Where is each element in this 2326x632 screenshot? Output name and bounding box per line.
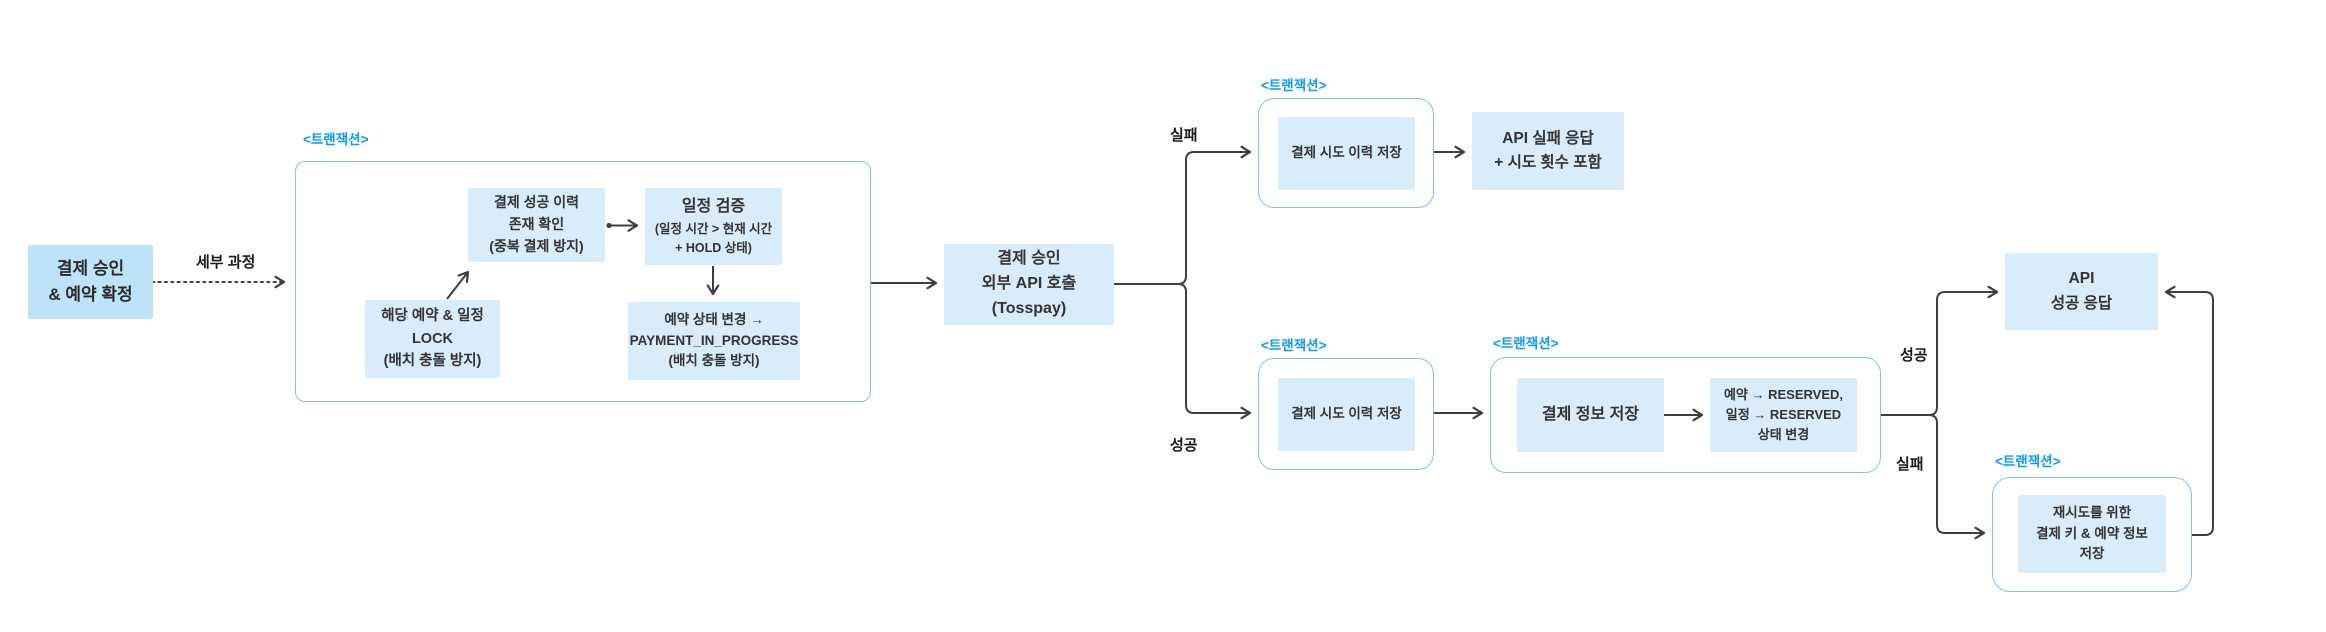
connector-tx4-success-branch: [1881, 285, 1999, 416]
transaction-label-4: <트랜잭션>: [1493, 336, 1559, 351]
node-attempt-log-success: 결제 시도 이력 저장: [1278, 378, 1415, 451]
node-reserved-status: 예약 → RESERVED, 일정 → RESERVED 상태 변경: [1710, 378, 1857, 452]
transaction-label-2: <트랜잭션>: [1261, 78, 1327, 93]
node-retry-save: 재시도를 위한 결제 키 & 예약 정보 저장: [2018, 495, 2166, 573]
node-start: 결제 승인 & 예약 확정: [28, 245, 153, 319]
transaction-label-5: <트랜잭션>: [1995, 454, 2061, 469]
node-api-call: 결제 승인 외부 API 호출 (Tosspay): [944, 244, 1114, 325]
transaction-label-3: <트랜잭션>: [1261, 338, 1327, 353]
transaction-container-1: [295, 161, 871, 402]
transaction-container-3: [1258, 358, 1434, 470]
node-validate-title: 일정 검증: [681, 197, 746, 215]
node-validate-schedule: 일정 검증 (일정 시간 > 현재 시간 + HOLD 상태): [645, 188, 782, 265]
connector-tx4-fail-branch: [1881, 414, 1986, 540]
node-api-fail-response: API 실패 응답 + 시도 횟수 포함: [1472, 112, 1624, 190]
connector-api-call-fail-branch: [1114, 145, 1252, 285]
node-api-success-response: API 성공 응답: [2005, 253, 2158, 330]
node-status-change: 예약 상태 변경 → PAYMENT_IN_PROGRESS (배치 충돌 방지…: [628, 302, 800, 380]
connector-api-call-success-branch: [1114, 283, 1252, 420]
node-attempt-log-fail: 결제 시도 이력 저장: [1278, 117, 1415, 190]
transaction-container-2: [1258, 98, 1434, 208]
edge-label-fail-right: 실패: [1896, 456, 1924, 473]
transaction-container-5: [1992, 477, 2192, 592]
edge-label-success-right: 성공: [1900, 347, 1928, 364]
transaction-label-1: <트랜잭션>: [303, 132, 369, 147]
edge-label-fail-top: 실패: [1170, 127, 1198, 144]
transaction-container-4: [1490, 357, 1881, 473]
edge-label-success-bottom: 성공: [1170, 437, 1198, 454]
edge-label-detail-process: 세부 과정: [196, 254, 256, 271]
node-save-payment-info: 결제 정보 저장: [1517, 378, 1664, 452]
node-lock: 해당 예약 & 일정 LOCK (배치 충돌 방지): [365, 300, 500, 378]
node-validate-sub: (일정 시간 > 현재 시간 + HOLD 상태): [654, 221, 773, 255]
node-check-history: 결제 성공 이력 존재 확인 (중복 결제 방지): [468, 188, 605, 262]
